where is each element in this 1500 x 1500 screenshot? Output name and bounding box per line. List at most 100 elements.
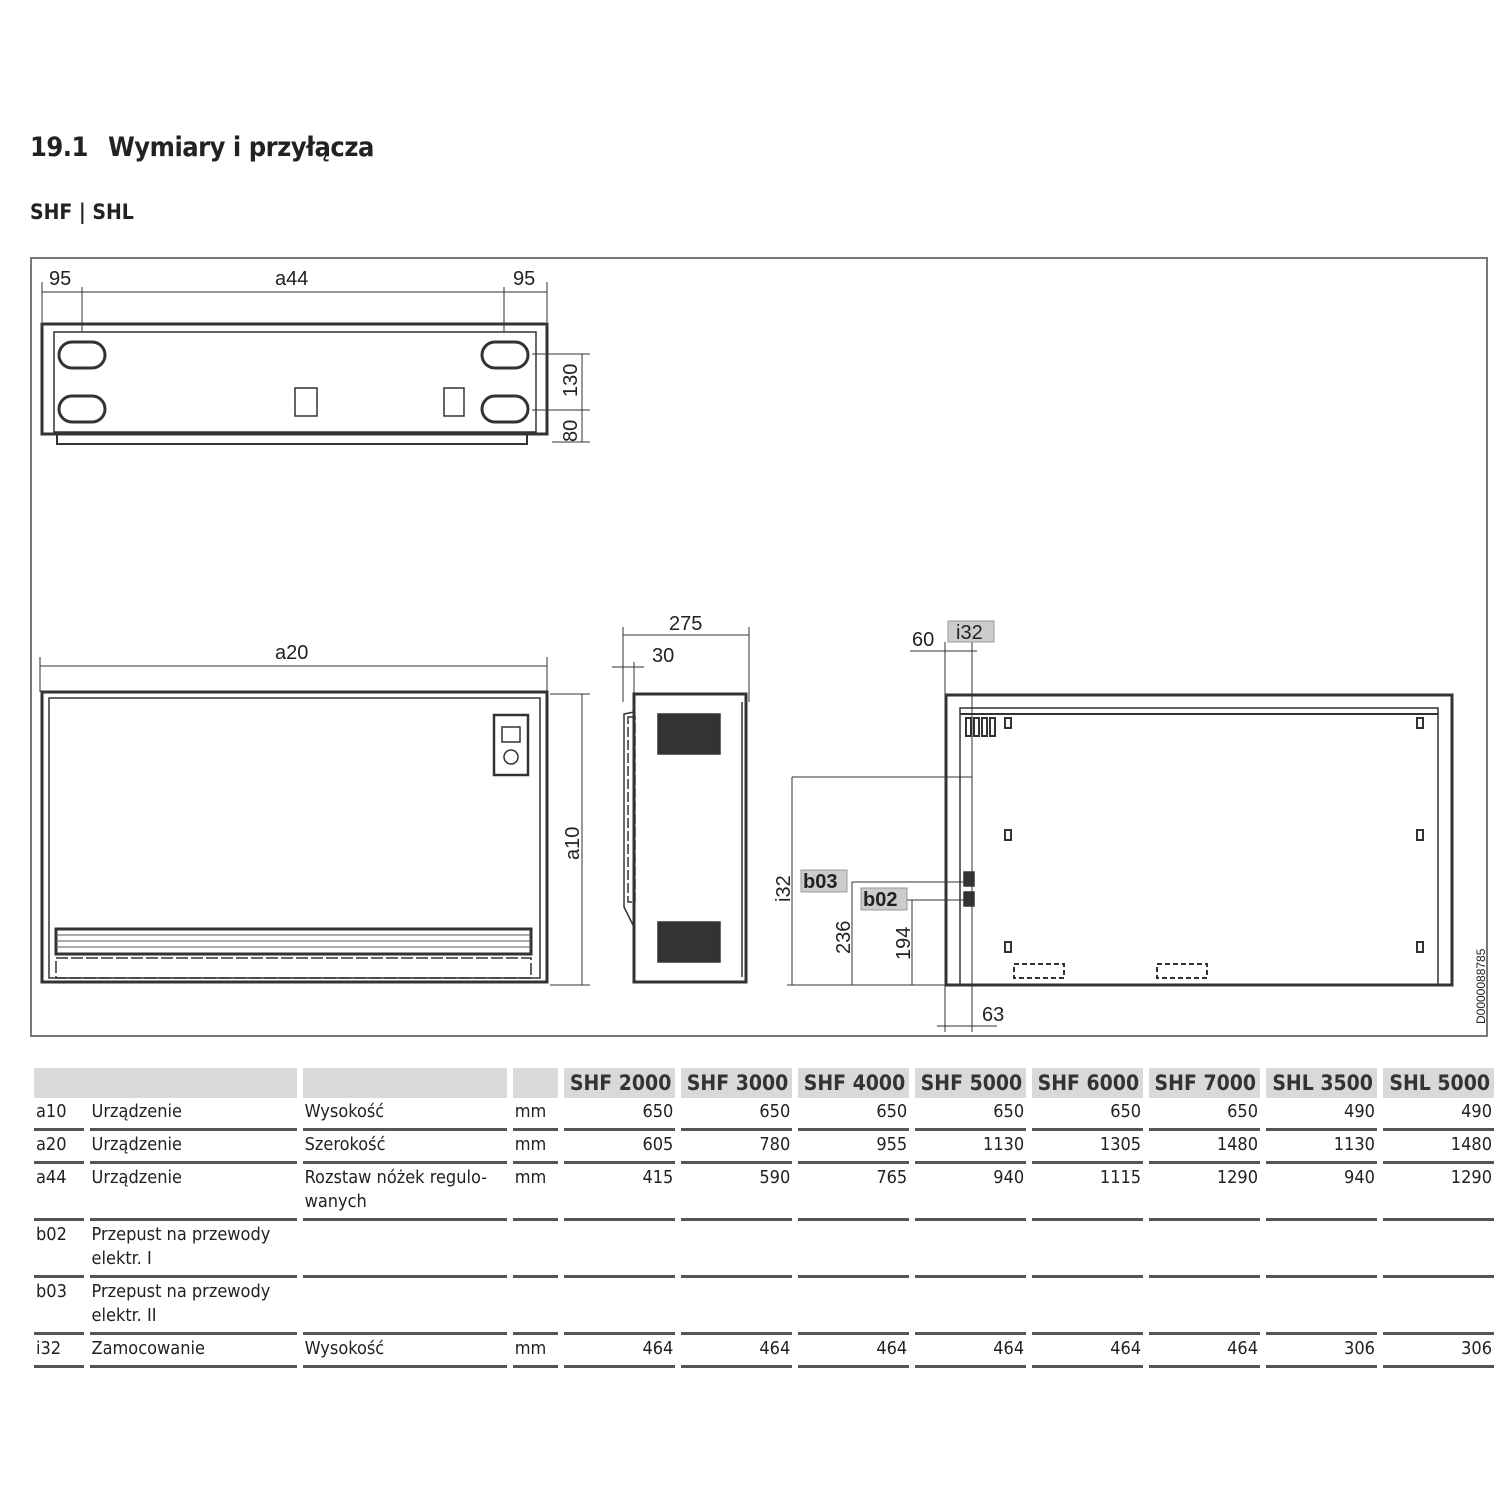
row-parameter: Wysokość <box>302 1098 507 1131</box>
row-unit: mm <box>512 1335 559 1368</box>
row-parameter <box>302 1221 507 1278</box>
cell-value <box>564 1278 676 1335</box>
table-row: a44 Urządzenie Rozstaw nóżek regulo-wany… <box>34 1164 1494 1221</box>
row-description: Przepust na przewody elektr. II <box>89 1278 297 1335</box>
cell-value: 955 <box>798 1131 910 1164</box>
cell-value <box>1149 1221 1261 1278</box>
document-id: D0000088785 <box>1474 948 1488 1024</box>
cell-value: 940 <box>1266 1164 1377 1221</box>
cell-value: 464 <box>681 1335 793 1368</box>
dim-60: 60 <box>912 629 934 651</box>
cell-value: 765 <box>798 1164 910 1221</box>
section-title: Wymiary i przyłącza <box>108 132 374 163</box>
dim-30: 30 <box>652 645 674 667</box>
table-row: b03 Przepust na przewody elektr. II <box>34 1278 1494 1335</box>
row-unit: mm <box>512 1131 559 1164</box>
dim-95-right: 95 <box>513 268 535 290</box>
cell-value: 306 <box>1266 1335 1377 1368</box>
row-code: a20 <box>34 1131 84 1164</box>
col-header: SHF 4000 <box>798 1068 910 1098</box>
cell-value: 306 <box>1382 1335 1494 1368</box>
row-parameter: Szerokość <box>302 1131 507 1164</box>
cell-value: 780 <box>681 1131 793 1164</box>
cell-value: 490 <box>1266 1098 1377 1131</box>
row-code: b02 <box>34 1221 84 1278</box>
row-code: i32 <box>34 1335 84 1368</box>
dim-a10: a10 <box>562 827 584 860</box>
cell-value: 1290 <box>1149 1164 1261 1221</box>
cell-value <box>915 1221 1027 1278</box>
cell-value: 1305 <box>1032 1131 1144 1164</box>
col-header: SHF 7000 <box>1149 1068 1261 1098</box>
i32-tag: i32 <box>956 622 983 644</box>
technical-drawing: 95 a44 95 130 80 a20 a10 275 30 <box>39 268 1488 1032</box>
dim-80: 80 <box>560 420 582 442</box>
cell-value: 464 <box>915 1335 1027 1368</box>
dim-194: 194 <box>893 927 915 960</box>
dimension-drawing: 95 a44 95 130 80 a20 a10 275 30 <box>30 257 1488 1037</box>
cell-value: 650 <box>915 1098 1027 1131</box>
cell-value <box>1382 1221 1494 1278</box>
cell-value <box>1032 1278 1144 1335</box>
cell-value <box>681 1221 793 1278</box>
cell-value: 490 <box>1382 1098 1494 1131</box>
cell-value: 650 <box>798 1098 910 1131</box>
row-code: b03 <box>34 1278 84 1335</box>
row-description: Zamocowanie <box>89 1335 297 1368</box>
cell-value <box>1382 1278 1494 1335</box>
row-parameter: Rozstaw nóżek regulo-wanych <box>302 1164 507 1221</box>
dim-a20: a20 <box>275 642 308 664</box>
dim-130: 130 <box>560 364 582 397</box>
dim-275: 275 <box>669 613 702 635</box>
col-header: SHF 3000 <box>681 1068 793 1098</box>
front-view: a20 a10 <box>39 642 590 986</box>
cell-value: 464 <box>1149 1335 1261 1368</box>
row-parameter: Wysokość <box>302 1335 507 1368</box>
row-description: Urządzenie <box>89 1131 297 1164</box>
row-description: Urządzenie <box>89 1164 297 1221</box>
cell-value <box>915 1278 1027 1335</box>
cell-value: 590 <box>681 1164 793 1221</box>
section-number: 19.1 <box>30 132 88 163</box>
cell-value: 650 <box>1149 1098 1261 1131</box>
cell-value <box>798 1221 910 1278</box>
model-subheading: SHF | SHL <box>30 200 134 224</box>
row-unit: mm <box>512 1164 559 1221</box>
cell-value: 1130 <box>1266 1131 1377 1164</box>
col-header: SHL 5000 <box>1382 1068 1494 1098</box>
cell-value <box>1266 1278 1377 1335</box>
dim-95-left: 95 <box>49 268 71 290</box>
cell-value <box>564 1221 676 1278</box>
rear-view: 60 i32 b03 b02 i32 236 194 63 D000008878… <box>773 620 1488 1032</box>
cell-value <box>681 1278 793 1335</box>
row-code: a10 <box>34 1098 84 1131</box>
cell-value: 1480 <box>1149 1131 1261 1164</box>
cell-value: 415 <box>564 1164 676 1221</box>
table-header-row: SHF 2000 SHF 3000 SHF 4000 SHF 5000 SHF … <box>34 1068 1494 1098</box>
cell-value <box>798 1278 910 1335</box>
dim-236: 236 <box>833 921 855 954</box>
row-description: Urządzenie <box>89 1098 297 1131</box>
cell-value: 1115 <box>1032 1164 1144 1221</box>
cell-value: 1480 <box>1382 1131 1494 1164</box>
cell-value: 464 <box>564 1335 676 1368</box>
b02-tag: b02 <box>863 889 897 911</box>
cell-value: 464 <box>798 1335 910 1368</box>
cell-value: 650 <box>1032 1098 1144 1131</box>
col-header: SHF 2000 <box>564 1068 676 1098</box>
row-unit: mm <box>512 1098 559 1131</box>
col-header: SHF 5000 <box>915 1068 1027 1098</box>
row-code: a44 <box>34 1164 84 1221</box>
cell-value: 1130 <box>915 1131 1027 1164</box>
col-header: SHL 3500 <box>1266 1068 1377 1098</box>
dimensions-table: SHF 2000 SHF 3000 SHF 4000 SHF 5000 SHF … <box>28 1068 1500 1368</box>
cell-value <box>1032 1221 1144 1278</box>
b03-tag: b03 <box>803 871 837 893</box>
col-header: SHF 6000 <box>1032 1068 1144 1098</box>
row-parameter <box>302 1278 507 1335</box>
row-unit <box>512 1278 559 1335</box>
cell-value: 650 <box>681 1098 793 1131</box>
